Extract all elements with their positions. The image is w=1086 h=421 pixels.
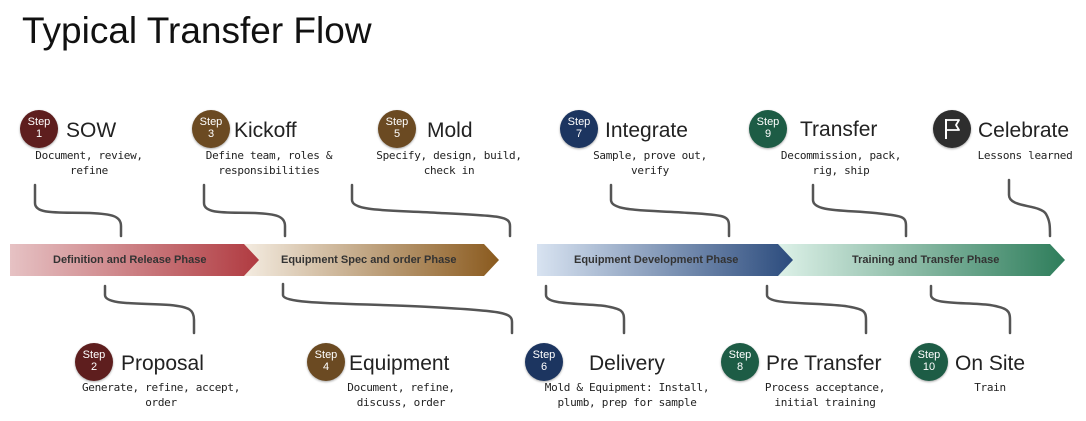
step-6-badge-word: Step bbox=[532, 349, 556, 361]
connector-step-4 bbox=[281, 282, 514, 335]
step-5-desc-line2: check in bbox=[423, 164, 475, 177]
connector-celebrate bbox=[1007, 178, 1052, 238]
phase-arrow-equipment-dev bbox=[537, 244, 795, 276]
step-7-title: Integrate bbox=[605, 119, 688, 142]
step-1-badge: Step 1 bbox=[20, 110, 58, 148]
page-title: Typical Transfer Flow bbox=[22, 10, 372, 51]
step-4-badge: Step 4 bbox=[307, 343, 345, 381]
step-6-desc: Mold & Equipment: Install, plumb, prep f… bbox=[536, 380, 718, 410]
step-5-badge-word: Step bbox=[385, 116, 409, 128]
step-1-desc-line2: refine bbox=[70, 164, 108, 177]
connector-step-7 bbox=[609, 183, 731, 238]
step-8-title: Pre Transfer bbox=[766, 352, 882, 375]
phase-label-equipment-spec: Equipment Spec and order Phase bbox=[281, 254, 457, 266]
step-10-title: On Site bbox=[955, 352, 1026, 375]
step-3-badge: Step 3 bbox=[192, 110, 230, 148]
step-2-desc: Generate, refine, accept, order bbox=[76, 380, 246, 410]
step-7-desc-line2: verify bbox=[631, 164, 669, 177]
step-3-title: Kickoff bbox=[234, 119, 297, 142]
phase-arrow-training-transfer bbox=[778, 244, 1065, 276]
step-6-badge-number: 6 bbox=[540, 361, 548, 373]
step-8-badge-number: 8 bbox=[736, 361, 744, 373]
step-2-desc-line2: order bbox=[145, 396, 177, 409]
step-8-desc-line2: initial training bbox=[774, 396, 876, 409]
step-3-badge-number: 3 bbox=[207, 128, 215, 140]
phase-arrow-equipment-spec bbox=[244, 244, 499, 276]
step-6-desc-line2: plumb, prep for sample bbox=[557, 396, 697, 409]
step-9-desc-line2: rig, ship bbox=[812, 164, 870, 177]
step-2-badge-word: Step bbox=[82, 349, 106, 361]
step-9-desc: Decommission, pack, rig, ship bbox=[756, 148, 926, 178]
celebrate-badge bbox=[933, 110, 971, 148]
step-4-desc-line1: Document, refine, bbox=[347, 381, 455, 394]
connector-step-2 bbox=[103, 284, 196, 335]
step-1-desc: Document, review, refine bbox=[4, 148, 174, 178]
step-7-badge: Step 7 bbox=[560, 110, 598, 148]
step-4-badge-number: 4 bbox=[322, 361, 330, 373]
step-1-desc-line1: Document, review, bbox=[35, 149, 143, 162]
flag-icon bbox=[945, 119, 960, 139]
connector-step-3 bbox=[202, 183, 287, 238]
connector-step-8 bbox=[765, 284, 868, 335]
step-6-badge: Step 6 bbox=[525, 343, 563, 381]
step-5-title: Mold bbox=[427, 119, 473, 142]
connector-step-1 bbox=[33, 183, 123, 238]
step-7-desc: Sample, prove out, verify bbox=[565, 148, 735, 178]
step-4-desc: Document, refine, discuss, order bbox=[316, 380, 486, 410]
step-3-desc-line1: Define team, roles & bbox=[205, 149, 333, 162]
step-1-badge-number: 1 bbox=[35, 128, 43, 140]
step-3-desc: Define team, roles & responsibilities bbox=[184, 148, 354, 178]
step-7-desc-line1: Sample, prove out, bbox=[593, 149, 707, 162]
step-10-desc-line1: Train bbox=[974, 381, 1006, 394]
step-6-title: Delivery bbox=[589, 352, 665, 375]
step-5-badge: Step 5 bbox=[378, 110, 416, 148]
celebrate-title: Celebrate bbox=[978, 119, 1070, 142]
step-9-badge-word: Step bbox=[756, 116, 780, 128]
step-2-desc-line1: Generate, refine, accept, bbox=[81, 381, 241, 394]
step-5-desc-line1: Specify, design, build, bbox=[376, 149, 522, 162]
phase-arrow-definition bbox=[10, 244, 260, 276]
step-8-badge-word: Step bbox=[728, 349, 752, 361]
connector-step-6 bbox=[544, 284, 626, 335]
step-7-badge-word: Step bbox=[567, 116, 591, 128]
connector-step-5 bbox=[350, 183, 512, 238]
step-5-badge-number: 5 bbox=[393, 128, 401, 140]
step-4-desc-line2: discuss, order bbox=[356, 396, 446, 409]
step-8-badge: Step 8 bbox=[721, 343, 759, 381]
step-5-desc: Specify, design, build, check in bbox=[364, 148, 534, 178]
step-6-desc-line1: Mold & Equipment: Install, bbox=[544, 381, 710, 394]
step-2-badge: Step 2 bbox=[75, 343, 113, 381]
step-2-badge-number: 2 bbox=[90, 361, 98, 373]
celebrate-desc-line1: Lessons learned bbox=[977, 149, 1073, 162]
step-4-title: Equipment bbox=[349, 352, 450, 375]
step-10-badge: Step 10 bbox=[910, 343, 948, 381]
connector-step-9 bbox=[811, 183, 908, 238]
phase-label-training-transfer: Training and Transfer Phase bbox=[852, 254, 1000, 266]
step-10-badge-word: Step bbox=[917, 349, 941, 361]
celebrate-desc: Lessons learned bbox=[940, 148, 1086, 163]
step-4-badge-word: Step bbox=[314, 349, 338, 361]
step-9-badge-number: 9 bbox=[764, 128, 772, 140]
phase-label-equipment-dev: Equipment Development Phase bbox=[574, 254, 739, 266]
step-7-badge-number: 7 bbox=[575, 128, 583, 140]
step-9-desc-line1: Decommission, pack, bbox=[780, 149, 902, 162]
step-1-badge-word: Step bbox=[27, 116, 51, 128]
step-9-title: Transfer bbox=[800, 118, 878, 141]
step-8-desc: Process acceptance, initial training bbox=[740, 380, 910, 410]
step-1-title: SOW bbox=[66, 119, 117, 142]
step-2-title: Proposal bbox=[121, 352, 204, 375]
step-3-badge-word: Step bbox=[199, 116, 223, 128]
step-10-desc: Train bbox=[905, 380, 1075, 395]
connector-step-10 bbox=[929, 284, 1012, 335]
phase-label-definition: Definition and Release Phase bbox=[53, 254, 207, 266]
step-8-desc-line1: Process acceptance, bbox=[764, 381, 886, 394]
step-10-badge-number: 10 bbox=[922, 361, 936, 373]
step-3-desc-line2: responsibilities bbox=[218, 164, 320, 177]
step-9-badge: Step 9 bbox=[749, 110, 787, 148]
